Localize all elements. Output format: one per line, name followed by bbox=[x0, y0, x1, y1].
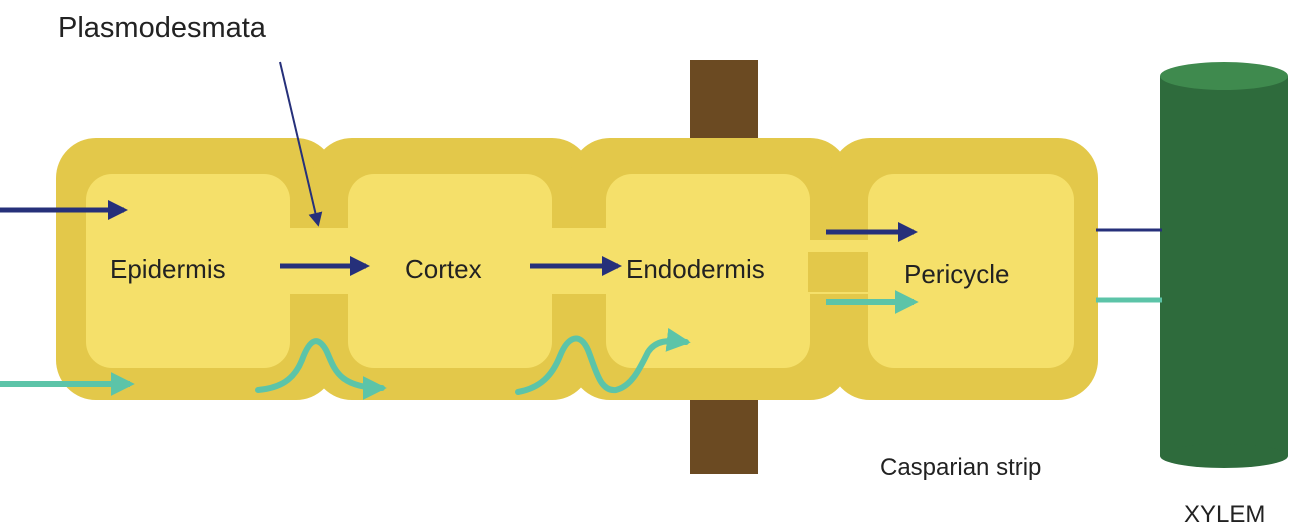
endodermis-cell bbox=[606, 174, 810, 368]
plasmodesmata-pointer bbox=[279, 61, 323, 227]
epidermis-cell bbox=[86, 174, 290, 368]
xylem-vessel-bottom bbox=[1160, 444, 1288, 468]
endodermis-label: Endodermis bbox=[626, 254, 765, 284]
epidermis-label: Epidermis bbox=[110, 254, 226, 284]
casparian-strip-label: Casparian strip bbox=[880, 454, 1041, 481]
apoplast-block bbox=[808, 252, 868, 292]
apoplast-wave-epidermis-cortex bbox=[255, 338, 387, 400]
plasmodesmata-label: Plasmodesmata bbox=[58, 12, 267, 44]
apoplast-wave-cortex-endodermis bbox=[515, 327, 691, 395]
xylem-vessel bbox=[1160, 76, 1288, 456]
xylem-label: XYLEM bbox=[1184, 501, 1265, 528]
plasmodesma-channel-1 bbox=[280, 228, 360, 294]
cortex-cell bbox=[348, 174, 552, 368]
pericycle-cell bbox=[868, 174, 1074, 368]
xylem-vessel-top bbox=[1160, 62, 1288, 90]
cortex-label: Cortex bbox=[405, 254, 482, 284]
pericycle-label: Pericycle bbox=[904, 259, 1009, 289]
